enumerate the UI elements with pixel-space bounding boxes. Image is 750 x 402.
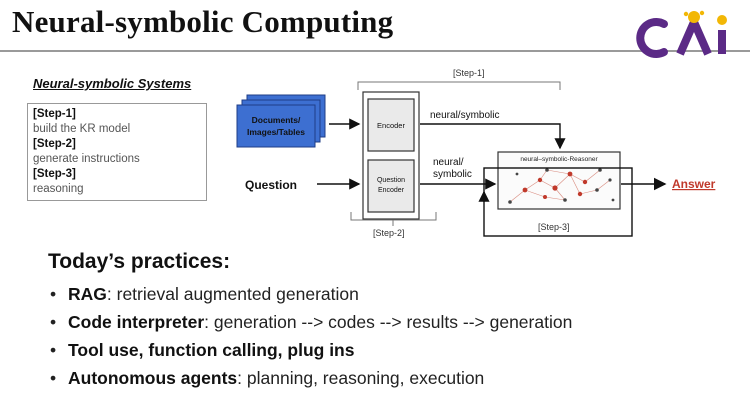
practice-item-bold: Autonomous agents <box>68 368 238 388</box>
knowledge-graph <box>509 169 611 203</box>
step-3-desc: reasoning <box>33 183 84 195</box>
practice-item-rest: : generation --> codes --> results --> g… <box>204 312 573 332</box>
neural-symbolic-top-label: neural/symbolic <box>430 110 499 121</box>
neural-mid-line2: symbolic <box>433 169 472 180</box>
step-1-bracket <box>357 81 561 90</box>
documents-stack <box>236 94 326 148</box>
practice-item-autonomous-agents: • Autonomous agents: planning, reasoning,… <box>50 368 484 389</box>
systems-heading: Neural-symbolic Systems <box>33 76 192 91</box>
documents-label-line1: Documents/ <box>252 115 301 125</box>
step-1-diagram-label: [Step-1] <box>453 68 485 78</box>
step-3-diagram-label: [Step-3] <box>538 222 570 232</box>
practice-item-bold: Tool use, function calling, plug ins <box>68 340 355 360</box>
step-1-desc: build the KR model <box>33 123 131 135</box>
step-3-label: [Step-3] <box>33 168 76 180</box>
question-encoder-box <box>367 159 415 213</box>
practice-item-code-interpreter: • Code interpreter: generation --> codes … <box>50 312 572 333</box>
question-encoder-line1: Question <box>377 177 405 184</box>
steps-box: [Step-1] build the KR model [Step-2] gen… <box>27 103 207 201</box>
practice-item-tool-use: • Tool use, function calling, plug ins <box>50 340 354 361</box>
practice-item-rest: : retrieval augmented generation <box>106 284 359 304</box>
documents-label-line2: Images/Tables <box>247 127 305 137</box>
question-label: Question <box>245 178 297 192</box>
step-1-label: [Step-1] <box>33 108 76 120</box>
practices-heading: Today’s practices: <box>48 250 231 273</box>
bullet-dot: • <box>50 312 57 332</box>
logo-mark <box>636 10 727 58</box>
practice-item-rest: : planning, reasoning, execution <box>237 368 485 388</box>
neural-mid-line1: neural/ <box>433 157 464 168</box>
reasoner-title: neural–symbolic-Reasoner <box>520 156 598 163</box>
bullet-dot: • <box>50 284 57 304</box>
answer-label: Answer <box>672 177 716 191</box>
reasoner-box <box>497 151 621 210</box>
slide-title: Neural-symbolic Computing <box>12 4 394 39</box>
cai-logo <box>636 10 727 58</box>
step-2-label: [Step-2] <box>33 138 76 150</box>
encoder-to-reasoner-arrow <box>420 123 566 150</box>
question-encoder-line2: Encoder <box>378 187 405 194</box>
knowledge-graph-nodes <box>508 168 615 204</box>
practice-item-bold: RAG <box>68 284 107 304</box>
neural-symbolic-diagram: [Step-1] Documents/ Images/Tables Questi… <box>236 68 716 238</box>
step-2-diagram-label: [Step-2] <box>373 228 405 238</box>
practice-item-rag: • RAG: retrieval augmented generation <box>50 284 359 305</box>
step-2-desc: generate instructions <box>33 153 140 165</box>
bullet-dot: • <box>50 368 57 388</box>
encoder-label: Encoder <box>377 121 405 130</box>
title-divider <box>0 50 750 52</box>
bullet-dot: • <box>50 340 57 360</box>
encoder-box <box>367 98 415 152</box>
practice-item-bold: Code interpreter <box>68 312 205 332</box>
